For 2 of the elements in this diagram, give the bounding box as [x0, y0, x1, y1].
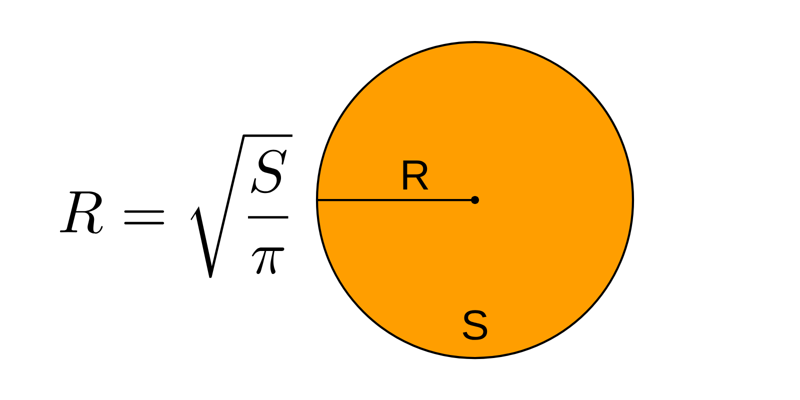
radius-label: R: [403, 160, 428, 190]
area-label: S: [462, 310, 488, 340]
